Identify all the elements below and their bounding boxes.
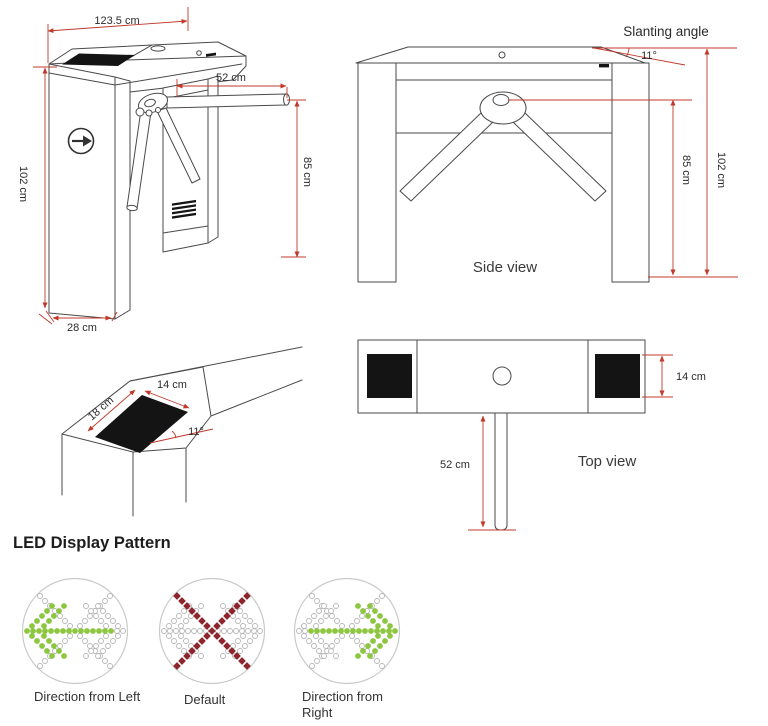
iso-depth-label: 28 cm bbox=[67, 322, 97, 334]
front-pillar-side bbox=[114, 76, 131, 320]
isometric-dimensions: 123.5 cm 102 cm 28 cm 52 cm 85 cm bbox=[17, 7, 313, 334]
slanting-angle-label: Slanting angle bbox=[623, 24, 709, 39]
top-view-arm bbox=[494, 413, 508, 531]
side-sensor bbox=[599, 64, 609, 68]
led-display-direction-right bbox=[293, 577, 401, 685]
side-tripod bbox=[399, 91, 607, 202]
iso-width-label: 123.5 cm bbox=[94, 15, 139, 27]
roof-button-detail bbox=[498, 51, 506, 59]
led-display-default bbox=[158, 577, 266, 685]
top-view-pivot bbox=[492, 366, 512, 386]
top-reader-width-label: 14 cm bbox=[676, 371, 706, 383]
led-section-heading: LED Display Pattern bbox=[13, 534, 171, 552]
side-dimensions: 11° Slanting angle 85 cm 102 cm bbox=[508, 24, 738, 278]
display-panel bbox=[62, 53, 135, 66]
top-view-right-panel bbox=[595, 354, 640, 398]
top-view-dimensions: 52 cm 14 cm bbox=[440, 354, 706, 531]
top-face bbox=[125, 41, 247, 61]
side-left-pillar bbox=[357, 62, 397, 283]
iso-arm-length-label: 52 cm bbox=[216, 72, 246, 84]
led-caption-left: Direction from Left bbox=[34, 689, 141, 704]
side-view-caption: Side view bbox=[473, 259, 537, 276]
top-view-left-panel bbox=[367, 354, 412, 398]
side-right-pillar bbox=[611, 62, 650, 283]
technical-drawings: 123.5 cm 102 cm 28 cm 52 cm 85 cm bbox=[17, 7, 738, 531]
led-caption-default: Default bbox=[184, 692, 226, 707]
front-pillar-face bbox=[48, 63, 116, 320]
iso-height-label: 102 cm bbox=[17, 166, 29, 202]
side-arm-height-label: 85 cm bbox=[680, 155, 692, 185]
top-view-body bbox=[357, 339, 646, 414]
far-pillar-side bbox=[207, 75, 219, 244]
isometric-view: 123.5 cm 102 cm 28 cm 52 cm 85 cm bbox=[17, 7, 313, 334]
detail-angle-label: 11° bbox=[188, 426, 204, 438]
side-height-label: 102 cm bbox=[715, 152, 727, 188]
direction-arrow-icon bbox=[67, 127, 95, 155]
detail-panel-width-label: 14 cm bbox=[157, 379, 187, 391]
iso-arm-height-label: 85 cm bbox=[301, 157, 313, 187]
top-sensor bbox=[206, 52, 216, 57]
detail-display-panel bbox=[95, 395, 188, 453]
vent-grille bbox=[172, 199, 196, 219]
tripod-arms bbox=[126, 92, 290, 212]
side-angle-label: 11° bbox=[641, 50, 657, 62]
panel-detail-view: 14 cm 18 cm 11° bbox=[61, 346, 303, 517]
top-arm-length-label: 52 cm bbox=[440, 459, 470, 471]
top-view-caption: Top view bbox=[578, 453, 637, 470]
led-caption-right: Direction from Right bbox=[302, 689, 383, 720]
top-view: 52 cm 14 cm Top view bbox=[357, 339, 706, 531]
top-oval-detail bbox=[150, 45, 166, 52]
top-button-detail bbox=[196, 50, 202, 56]
led-display-direction-left bbox=[21, 577, 129, 685]
side-view: 11° Slanting angle 85 cm 102 cm Side vie… bbox=[355, 24, 738, 283]
